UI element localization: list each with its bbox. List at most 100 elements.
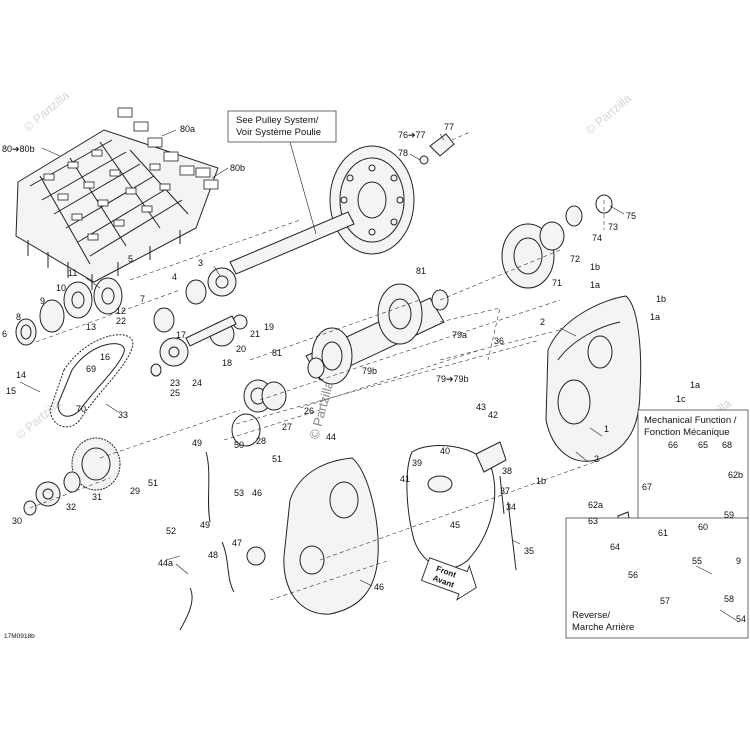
label-1b-low: 1b	[536, 476, 546, 486]
label-16: 16	[100, 352, 110, 362]
label-34: 34	[506, 502, 516, 512]
pulley-reference-line2: Voir Système Poulie	[236, 127, 321, 138]
drawing-code: 17M0918b	[4, 633, 35, 640]
label-64: 64	[610, 542, 620, 552]
label-62a: 62a	[588, 500, 603, 510]
label-14: 14	[16, 370, 26, 380]
label-11: 11	[68, 268, 77, 278]
label-81-mid: 81	[272, 348, 282, 358]
label-71: 71	[552, 278, 562, 288]
chain-part	[49, 334, 134, 428]
label-49-upper: 49	[192, 438, 202, 448]
watermark-corner-top-right: © Partzilla	[583, 91, 634, 137]
label-70: 70	[76, 404, 86, 414]
label-73: 73	[608, 222, 618, 232]
mechanical-function-box: Mechanical Function / Fonction Mécanique	[637, 409, 749, 521]
label-36: 36	[494, 336, 504, 346]
left-gears-part	[15, 267, 248, 377]
label-1b-right: 1b	[656, 294, 666, 304]
label-28: 28	[256, 436, 266, 446]
label-19: 19	[264, 322, 274, 332]
label-68: 68	[722, 440, 732, 450]
label-81-top: 81	[416, 266, 426, 276]
label-54: 54	[736, 614, 746, 624]
watermark-corner-mid-left: © Partzilla	[13, 396, 64, 442]
label-24: 24	[192, 378, 202, 388]
label-58: 58	[724, 594, 734, 604]
label-10: 10	[56, 283, 66, 293]
label-4: 4	[172, 272, 177, 282]
cleat-mat-part	[15, 129, 219, 290]
assembly-guide-lines	[29, 131, 605, 601]
label-35: 35	[524, 546, 534, 556]
label-12: 12	[116, 306, 126, 316]
label-78: 78	[398, 148, 408, 158]
label-80-80b: 80➔80b	[2, 144, 35, 154]
label-47: 47	[232, 538, 242, 548]
label-20: 20	[236, 344, 246, 354]
label-1: 1	[604, 424, 609, 434]
label-57: 57	[660, 596, 670, 606]
leader-lines	[19, 129, 737, 621]
label-79b: 79b	[362, 366, 377, 376]
label-8: 8	[16, 312, 21, 322]
label-52: 52	[166, 526, 176, 536]
label-42: 42	[488, 410, 498, 420]
label-29: 29	[130, 486, 140, 496]
label-26: 26	[304, 406, 314, 416]
label-74: 74	[592, 233, 602, 243]
label-51-left: 51	[148, 478, 158, 488]
label-55: 55	[692, 556, 702, 566]
middle-bearings-part	[231, 379, 287, 447]
label-39: 39	[412, 458, 422, 468]
label-25: 25	[170, 388, 180, 398]
label-80b: 80b	[230, 163, 245, 173]
front-arrow: Front Avant	[420, 557, 477, 601]
label-48: 48	[208, 550, 218, 560]
label-1a-upper: 1a	[590, 280, 600, 290]
label-9-reverse: 9	[736, 556, 741, 566]
reverse-line1: Reverse/	[572, 610, 610, 621]
label-1b-upper: 1b	[590, 262, 600, 272]
label-37: 37	[500, 486, 510, 496]
label-77: 77	[444, 122, 454, 132]
label-38: 38	[502, 466, 512, 476]
label-50: 50	[234, 440, 244, 450]
label-53: 53	[234, 488, 244, 498]
label-1c: 1c	[676, 394, 686, 404]
label-30: 30	[12, 516, 22, 526]
flange-parts	[419, 133, 613, 289]
label-43: 43	[476, 402, 486, 412]
label-21: 21	[250, 329, 260, 339]
label-56: 56	[628, 570, 638, 580]
label-75: 75	[626, 211, 636, 221]
label-18: 18	[222, 358, 232, 368]
label-45: 45	[450, 520, 460, 530]
label-9: 9	[40, 296, 45, 306]
label-33: 33	[118, 410, 128, 420]
label-44: 44	[326, 432, 336, 442]
label-5: 5	[128, 254, 133, 264]
label-13: 13	[86, 322, 96, 332]
large-gear-part	[23, 437, 121, 516]
label-44a: 44a	[158, 558, 173, 568]
label-80a: 80a	[180, 124, 195, 134]
label-46-upper: 46	[252, 488, 262, 498]
label-1a-right: 1a	[650, 312, 660, 322]
label-23: 23	[170, 378, 180, 388]
watermark-corner-top-left: © Partzilla	[21, 88, 72, 134]
label-3: 3	[198, 258, 203, 268]
gasket-part	[406, 445, 496, 569]
label-2-top: 2	[540, 317, 545, 327]
label-76-77: 76➔77	[398, 130, 426, 140]
label-79-79b: 79➔79b	[436, 374, 469, 384]
label-66: 66	[668, 440, 678, 450]
label-63: 63	[588, 516, 598, 526]
label-41: 41	[400, 474, 410, 484]
label-69: 69	[86, 364, 96, 374]
label-32: 32	[66, 502, 76, 512]
main-housing-part	[545, 295, 642, 462]
label-15: 15	[6, 386, 16, 396]
label-17: 17	[176, 330, 186, 340]
